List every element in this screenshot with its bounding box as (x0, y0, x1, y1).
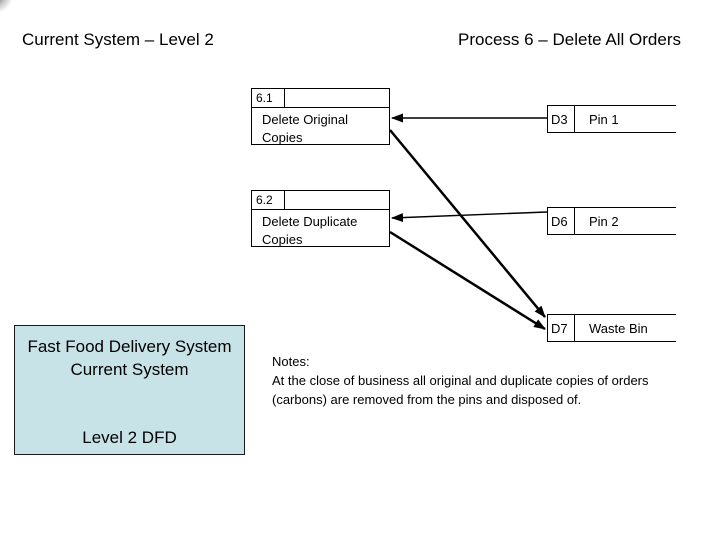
process-label: Delete Original Copies (262, 112, 348, 145)
datastore-label: Waste Bin (589, 320, 648, 336)
datastore-id-cell: D7 (548, 315, 575, 341)
legend-box: Fast Food Delivery System Current System… (14, 325, 245, 455)
slide-title-left: Current System – Level 2 (22, 30, 214, 49)
datastore-label: Pin 2 (589, 213, 619, 229)
process-id-cell: 6.2 (252, 191, 285, 209)
process-box-6-1: 6.1 Delete Original Copies (251, 88, 390, 145)
notes-line: At the close of business all original an… (272, 373, 649, 388)
slide-title-right: Process 6 – Delete All Orders (458, 30, 681, 49)
datastore-id-cell: D3 (548, 106, 575, 132)
process-header-row: 6.2 (252, 191, 389, 210)
notes-heading: Notes: (272, 354, 310, 369)
flow-arrow-d6-to-6-2 (391, 211, 548, 223)
datastore-d6: D6 Pin 2 (547, 207, 676, 235)
notes-block: Notes: At the close of business all orig… (272, 352, 649, 409)
process-id-cell: 6.1 (252, 89, 285, 107)
legend-diagram-level: Level 2 DFD (82, 428, 177, 447)
datastore-d7: D7 Waste Bin (547, 314, 676, 342)
datastore-id-cell: D6 (548, 208, 575, 234)
process-box-6-2: 6.2 Delete Duplicate Copies (251, 190, 390, 247)
process-header-row: 6.1 (252, 89, 389, 108)
flow-arrow-6-2-to-d7 (389, 230, 546, 331)
notes-line: (carbons) are removed from the pins and … (272, 392, 582, 407)
legend-subtitle: Current System (70, 360, 189, 379)
datastore-d3: D3 Pin 1 (547, 105, 676, 133)
legend-system-name: Fast Food Delivery System (27, 337, 232, 356)
process-label: Delete Duplicate Copies (262, 214, 358, 247)
flow-arrow-6-1-to-d7 (389, 129, 546, 318)
datastore-label: Pin 1 (589, 111, 619, 127)
